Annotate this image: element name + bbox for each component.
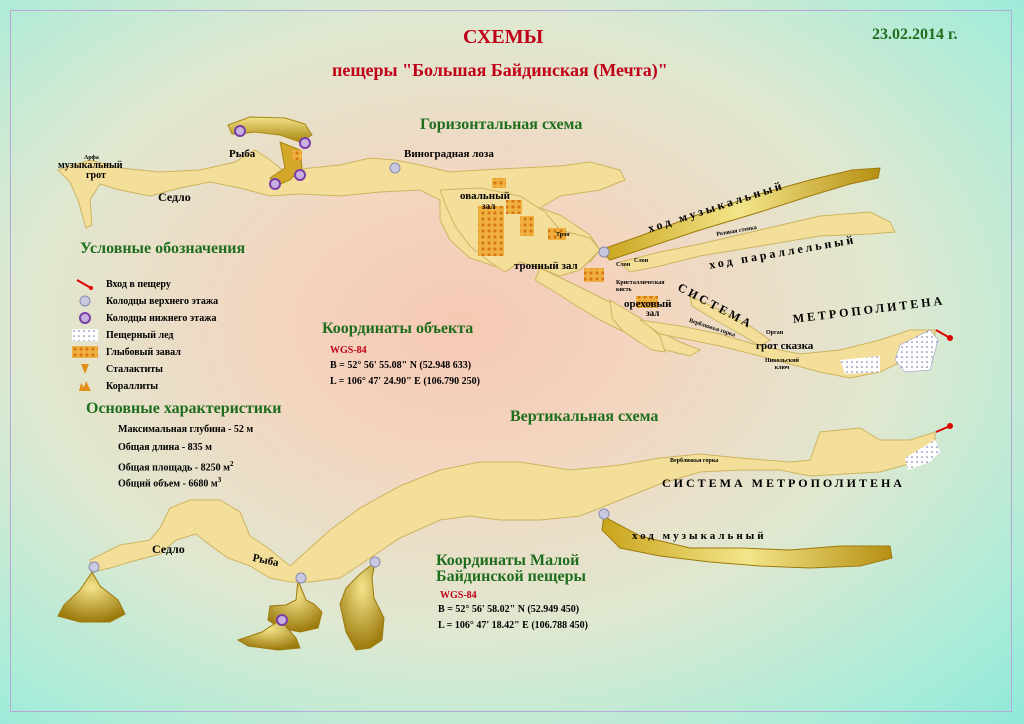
legend-label: Кораллиты [106, 380, 159, 392]
ice-icon [72, 328, 98, 342]
vertical-heading: Вертикальная схема [510, 408, 659, 425]
coords-object-l: L = 106° 47' 24.90" E (106.790 250) [330, 376, 480, 387]
coords-object-heading: Координаты объекта [322, 320, 474, 337]
coral-icon [72, 379, 98, 393]
upper-well-icon [72, 294, 98, 308]
label-muz-grot-1: музыкальный [58, 160, 123, 171]
char-length: Общая длина - 835 м [118, 442, 212, 453]
label-grot-skazka: грот сказка [756, 340, 814, 352]
horizontal-cave-plan [57, 116, 953, 379]
label-oval-2: зал [482, 201, 496, 211]
entrance-marker-vertical [935, 423, 953, 433]
char-area-sup: 2 [229, 460, 234, 468]
label-tronniy: тронный зал [514, 260, 578, 272]
legend-label: Пещерный лед [106, 329, 174, 341]
page-frame [10, 10, 1012, 712]
label-muz-grot-2: грот [86, 170, 106, 181]
char-volume-text: Общий объем - 6680 м [118, 478, 218, 490]
label-sedlo: Седло [158, 190, 191, 204]
ice-zone-profile [905, 440, 940, 470]
upper-well [294, 169, 306, 181]
legend-item-stalactite: Сталактиты [72, 361, 163, 377]
label-oreh-2: зал [646, 308, 660, 318]
label-arfa: Арфа [84, 155, 99, 161]
legend-item-entrance: Вход в пещеру [72, 276, 171, 292]
legend-item-lower-well: Колодцы нижнего этажа [72, 310, 216, 326]
label-nikol: Никольский ключ [765, 358, 799, 371]
stalactite-icon [72, 362, 98, 376]
upper-well [269, 178, 281, 190]
label-slon-1: Слон [616, 262, 631, 268]
legend-item-coral: Кораллиты [72, 378, 158, 394]
cave-hod-muzykalny [599, 167, 881, 261]
coords-small-b: B = 52° 56' 58.02" N (52.949 450) [438, 604, 580, 615]
shaft-right [339, 560, 385, 651]
horizontal-heading: Горизонтальная схема [420, 116, 583, 133]
label-sedlo-v: Седло [152, 542, 185, 556]
lower-well [598, 246, 610, 258]
date-label: 23.02.2014 г. [872, 26, 958, 43]
legend-label: Колодцы нижнего этажа [106, 312, 217, 324]
label-verbl-v: Верблюжья горка [670, 458, 719, 464]
legend-item-ice: Пещерный лед [72, 327, 173, 343]
label-slon-2: Слон [634, 258, 649, 264]
rockfall-areas [292, 150, 658, 308]
shaft-bottom [236, 619, 301, 651]
legend-label: Колодцы верхнего этажа [106, 295, 219, 307]
lower-well [389, 162, 401, 174]
char-volume: Общий объем - 6680 м3 [118, 476, 221, 489]
rockfall-icon [72, 345, 98, 359]
char-area: Общая площадь - 8250 м2 [118, 460, 233, 473]
label-oreh-1: ореховый [624, 298, 672, 310]
ice-zone-metro [894, 329, 939, 373]
char-depth: Максимальная глубина - 52 м [118, 424, 254, 435]
cave-hod-parallelny [619, 211, 896, 273]
cave-profile-hod-muz [601, 514, 893, 569]
title-line2: пещеры "Большая Байдинская (Мечта)" [332, 60, 668, 80]
label-hod-muz-v: ход музыкальный [632, 530, 767, 542]
legend-label: Глыбовый завал [106, 346, 181, 358]
coords-small-heading-2: Байдинской пещеры [436, 568, 586, 585]
legend-item-upper-well: Колодцы верхнего этажа [72, 293, 218, 309]
wells-horizontal [234, 125, 610, 258]
shaft-left [57, 571, 126, 623]
entrance-marker [935, 329, 953, 341]
char-volume-sup: 3 [217, 476, 222, 484]
char-area-text: Общая площадь - 8250 м [118, 462, 230, 474]
entrance-icon [72, 277, 98, 291]
legend-label: Вход в пещеру [106, 278, 171, 290]
label-organ: Орган [766, 330, 784, 336]
coords-small-heading-1: Координаты Малой [436, 552, 580, 569]
label-kristal: Кристаллическая кисть [616, 280, 665, 293]
legend-item-rockfall: Глыбовый завал [72, 344, 181, 360]
coords-object-b: B = 52° 56' 55.08" N (52.948 633) [330, 360, 472, 371]
upper-well [234, 125, 246, 137]
title-line1: СХЕМЫ [463, 26, 544, 48]
lower-well-icon [72, 311, 98, 325]
label-ryba: Рыба [229, 148, 256, 160]
label-tron: Трон [556, 232, 570, 238]
upper-well [299, 137, 311, 149]
vertical-cave-profile [57, 423, 953, 651]
wells-vertical [88, 508, 610, 626]
label-vinogradnaya: Виноградная лоза [404, 148, 494, 160]
label-metro-v: СИСТЕМА МЕТРОПОЛИТЕНА [662, 476, 905, 490]
coords-object-system: WGS-84 [330, 345, 367, 356]
label-oval-1: овальный [460, 190, 511, 202]
characteristics-heading: Основные характеристики [86, 400, 282, 417]
legend-label: Сталактиты [106, 363, 163, 375]
coords-small-system: WGS-84 [440, 590, 477, 601]
coords-small-l: L = 106° 47' 18.42" E (106.788 450) [438, 620, 588, 631]
legend-heading: Условные обозначения [80, 240, 246, 257]
